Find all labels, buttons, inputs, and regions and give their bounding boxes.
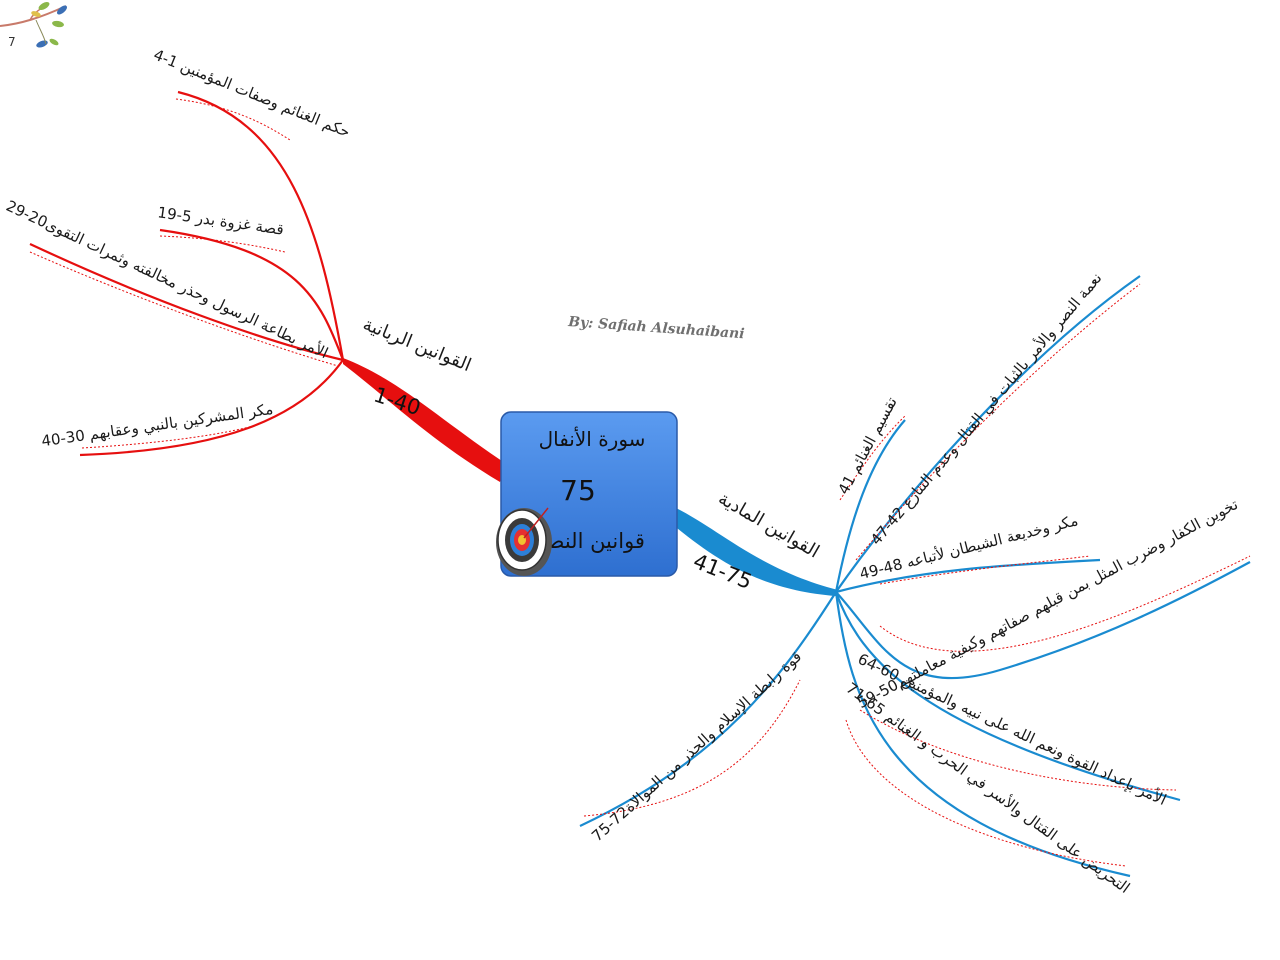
page-number: 7: [8, 35, 16, 49]
left-item-4: مكر المشركين بالنبي وعقابهم 30-40: [40, 400, 274, 451]
credit: By: Safiah Alsuhaibani: [567, 314, 745, 342]
right-item-2: نعمة النصر والأمر بالثبات في القتال وعدم…: [866, 268, 1106, 549]
right-underlines: [583, 283, 1251, 867]
left-branch-range: 1-40: [371, 383, 424, 421]
right-main-branch: [672, 508, 838, 596]
left-sub-branches: [29, 90, 345, 457]
left-underlines: [29, 98, 339, 449]
center-verse-count: 75: [560, 474, 596, 507]
left-branch-title: القوانين الربانية: [360, 314, 474, 376]
right-item-7: قوة رابطة الإسلام والحذر من الموالاة72-7…: [588, 647, 805, 845]
leaf-branch-icon: [0, 2, 67, 48]
left-main-branch: [343, 358, 508, 482]
center-title: سورة الأنفال: [539, 427, 646, 451]
target-icon: [496, 507, 552, 576]
center-subtitle: قوانين النصر: [534, 529, 645, 553]
right-sub-branches: [579, 275, 1251, 878]
